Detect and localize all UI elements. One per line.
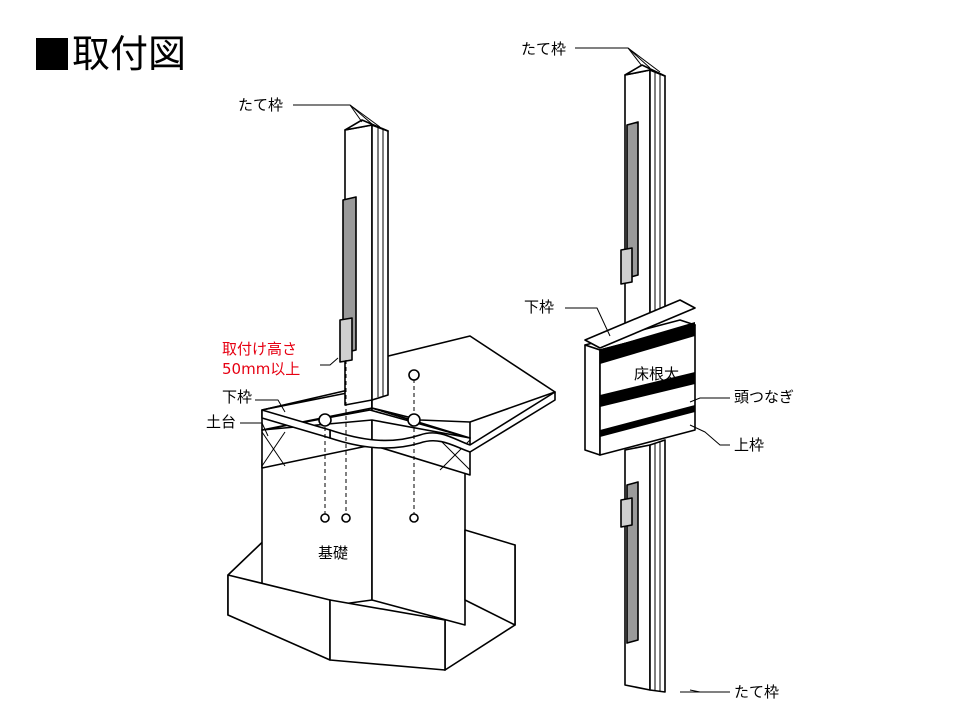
foundation bbox=[227, 439, 516, 671]
label-kiso: 基礎 bbox=[318, 544, 349, 562]
label-right-tate-waku-bottom: たて枠 bbox=[734, 683, 780, 701]
beam-block bbox=[584, 299, 696, 456]
title-text: 取付図 bbox=[72, 32, 187, 76]
label-ue-waku: 上枠 bbox=[734, 436, 765, 454]
page-title: 取付図 bbox=[36, 32, 186, 76]
hardware-left bbox=[318, 196, 421, 523]
label-left-tate-waku: たて枠 bbox=[238, 96, 284, 114]
label-left-shita-waku: 下枠 bbox=[222, 388, 253, 406]
label-right-shita-waku: 下枠 bbox=[524, 298, 555, 316]
leader-lines-left bbox=[240, 104, 381, 437]
label-dodai: 土台 bbox=[206, 413, 237, 431]
title-square-icon bbox=[36, 38, 68, 70]
stud-right-top bbox=[620, 64, 666, 326]
label-yukanebuto: 床根太 bbox=[634, 365, 680, 383]
label-right-tate-waku-top: たて枠 bbox=[521, 40, 567, 58]
label-install-height-2: 50mm以上 bbox=[222, 360, 301, 378]
leader-lines-right bbox=[565, 47, 730, 693]
stud-right-bottom bbox=[620, 439, 666, 693]
label-atama-tsunagi: 頭つなぎ bbox=[734, 388, 795, 406]
floor-board bbox=[261, 335, 556, 453]
label-install-height-1: 取付け高さ bbox=[222, 340, 298, 358]
